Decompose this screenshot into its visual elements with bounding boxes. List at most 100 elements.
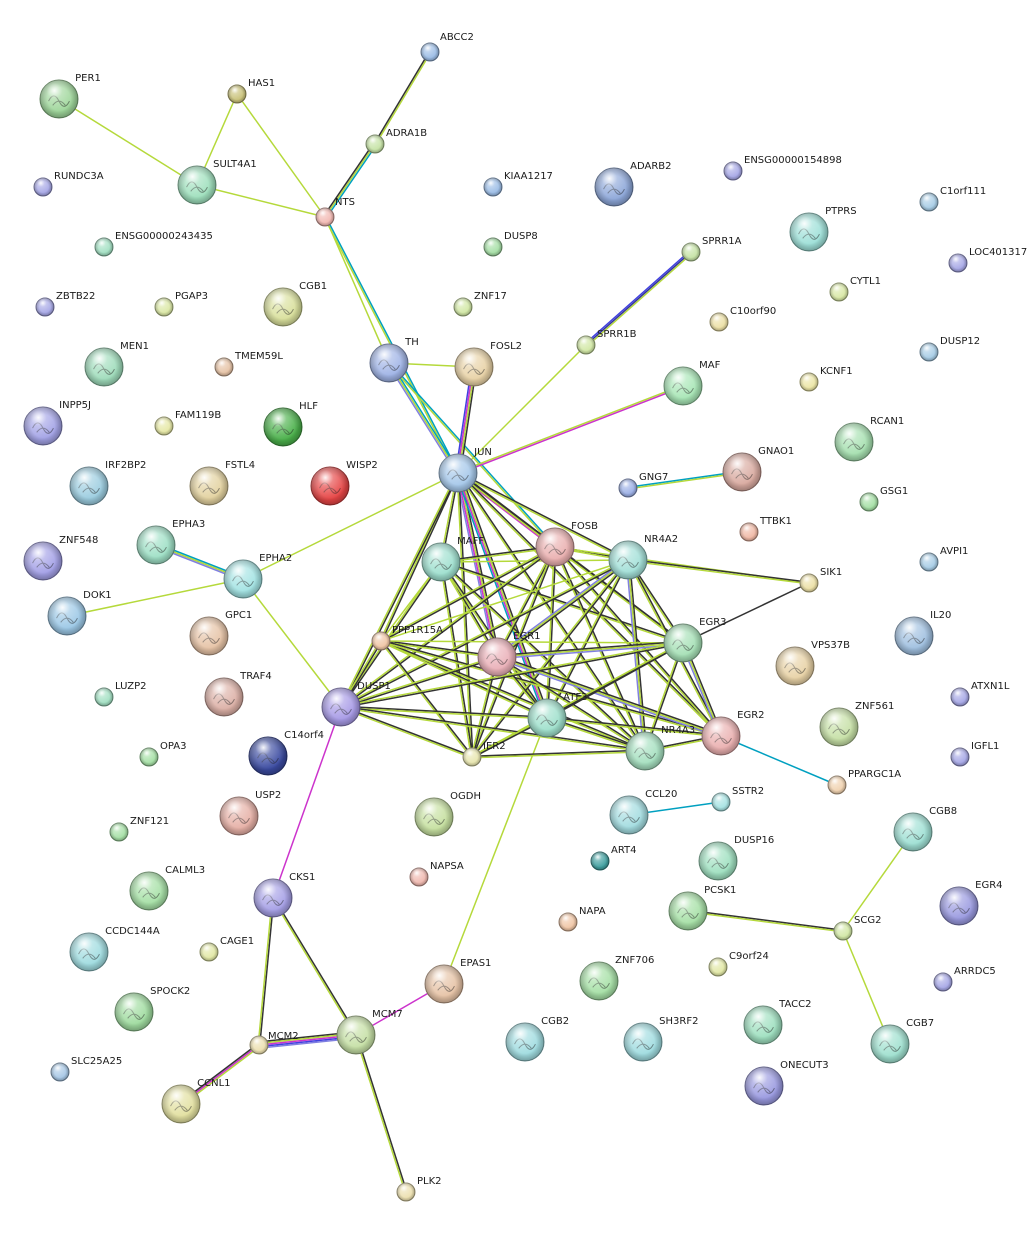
- node-dok1[interactable]: DOK1: [47, 590, 112, 636]
- node-dusp1[interactable]: DUSP1: [321, 681, 391, 727]
- node-gsg1[interactable]: GSG1: [859, 486, 908, 512]
- node-per1[interactable]: PER1: [39, 73, 101, 119]
- node-calml3[interactable]: CALML3: [129, 865, 205, 911]
- node-egr3[interactable]: EGR3: [663, 617, 727, 663]
- node-usp2[interactable]: USP2: [219, 790, 281, 836]
- evidence-line: [472, 751, 646, 759]
- node-rcan1[interactable]: RCAN1: [834, 416, 904, 462]
- node-c14orf4[interactable]: C14orf4: [248, 730, 324, 776]
- node-zbtb22[interactable]: ZBTB22: [35, 291, 95, 317]
- node-cgb2[interactable]: CGB2: [505, 1016, 569, 1062]
- node-ensg00000154898[interactable]: ENSG00000154898: [723, 155, 842, 181]
- node-znf17[interactable]: ZNF17: [453, 291, 507, 317]
- node-znf548[interactable]: ZNF548: [23, 535, 98, 581]
- node-gnao1[interactable]: GNAO1: [722, 446, 794, 492]
- node-th[interactable]: TH: [369, 337, 419, 383]
- node-il20[interactable]: IL20: [894, 610, 951, 656]
- node-wisp2[interactable]: WISP2: [310, 460, 378, 506]
- evidence-line: [555, 545, 723, 736]
- node-hlf[interactable]: HLF: [263, 401, 318, 447]
- node-dusp16[interactable]: DUSP16: [698, 835, 774, 881]
- node-loc401317[interactable]: LOC401317: [948, 247, 1027, 273]
- evidence-line: [340, 655, 497, 707]
- node-luzp2[interactable]: LUZP2: [94, 681, 146, 707]
- node-shading: [228, 85, 246, 103]
- node-cage1[interactable]: CAGE1: [199, 936, 254, 962]
- node-ccnl1[interactable]: CCNL1: [161, 1078, 231, 1124]
- node-adarb2[interactable]: ADARB2: [594, 161, 672, 207]
- node-epas1[interactable]: EPAS1: [424, 958, 491, 1004]
- node-vps37b[interactable]: VPS37B: [775, 640, 850, 686]
- node-cgb1[interactable]: CGB1: [263, 281, 327, 327]
- node-atxn1l[interactable]: ATXN1L: [950, 681, 1010, 707]
- node-abcc2[interactable]: ABCC2: [420, 32, 474, 62]
- node-arrdc5[interactable]: ARRDC5: [933, 966, 996, 992]
- node-fam119b[interactable]: FAM119B: [154, 410, 221, 436]
- node-tacc2[interactable]: TACC2: [743, 999, 811, 1045]
- node-epha2[interactable]: EPHA2: [223, 553, 292, 599]
- node-pcsk1[interactable]: PCSK1: [668, 885, 736, 931]
- node-cytl1[interactable]: CYTL1: [829, 276, 881, 302]
- node-cgb8[interactable]: CGB8: [893, 806, 957, 852]
- node-c10orf90[interactable]: C10orf90: [709, 306, 776, 332]
- node-napsa[interactable]: NAPSA: [409, 861, 464, 887]
- node-napa[interactable]: NAPA: [558, 906, 606, 932]
- node-spock2[interactable]: SPOCK2: [114, 986, 190, 1032]
- node-kiaa1217[interactable]: KIAA1217: [483, 171, 553, 197]
- node-label: ABCC2: [440, 32, 474, 43]
- node-igfl1[interactable]: IGFL1: [950, 741, 999, 767]
- node-men1[interactable]: MEN1: [84, 341, 149, 387]
- node-onecut3[interactable]: ONECUT3: [744, 1060, 829, 1106]
- evidence-line: [387, 363, 458, 475]
- node-sik1[interactable]: SIK1: [799, 567, 842, 593]
- node-rundc3a[interactable]: RUNDC3A: [33, 171, 104, 197]
- node-sh3rf2[interactable]: SH3RF2: [623, 1016, 698, 1062]
- node-irf2bp2[interactable]: IRF2BP2: [69, 460, 146, 506]
- node-ttbk1[interactable]: TTBK1: [739, 516, 792, 542]
- node-scg2[interactable]: SCG2: [833, 915, 881, 941]
- node-sstr2[interactable]: SSTR2: [711, 786, 764, 812]
- node-epha3[interactable]: EPHA3: [136, 519, 205, 565]
- edge-ppp1r15a-ier2: [379, 640, 474, 758]
- node-mcm7[interactable]: MCM7: [336, 1009, 403, 1055]
- node-dusp12[interactable]: DUSP12: [919, 336, 980, 362]
- node-ccdc144a[interactable]: CCDC144A: [69, 926, 160, 972]
- node-nts[interactable]: NTS: [315, 197, 355, 227]
- node-opa3[interactable]: OPA3: [139, 741, 186, 767]
- node-sprr1a[interactable]: SPRR1A: [681, 236, 742, 262]
- node-inpp5j[interactable]: INPP5J: [23, 400, 91, 446]
- node-ccl20[interactable]: CCL20: [609, 789, 677, 835]
- node-slc25a25[interactable]: SLC25A25: [50, 1056, 122, 1082]
- node-kcnf1[interactable]: KCNF1: [799, 366, 853, 392]
- node-label: CGB8: [929, 806, 957, 817]
- node-fosl2[interactable]: FOSL2: [454, 341, 522, 387]
- node-cgb7[interactable]: CGB7: [870, 1018, 934, 1064]
- node-znf121[interactable]: ZNF121: [109, 816, 169, 842]
- node-ppargc1a[interactable]: PPARGC1A: [827, 769, 901, 795]
- node-ptprs[interactable]: PTPRS: [789, 206, 857, 252]
- evidence-line: [242, 578, 342, 708]
- node-shading: [951, 688, 969, 706]
- node-egr4[interactable]: EGR4: [939, 880, 1003, 926]
- node-cks1[interactable]: CKS1: [253, 872, 315, 918]
- node-traf4[interactable]: TRAF4: [204, 671, 272, 717]
- node-pgap3[interactable]: PGAP3: [154, 291, 208, 317]
- node-c9orf24[interactable]: C9orf24: [708, 951, 769, 977]
- node-dusp8[interactable]: DUSP8: [483, 231, 538, 257]
- node-has1[interactable]: HAS1: [227, 78, 275, 104]
- node-nr4a2[interactable]: NR4A2: [608, 534, 678, 580]
- node-gpc1[interactable]: GPC1: [189, 610, 252, 656]
- node-znf561[interactable]: ZNF561: [819, 701, 894, 747]
- node-art4[interactable]: ART4: [590, 845, 637, 871]
- node-label: WISP2: [346, 460, 378, 471]
- node-ogdh[interactable]: OGDH: [414, 791, 481, 837]
- node-adra1b[interactable]: ADRA1B: [365, 128, 427, 154]
- node-avpi1[interactable]: AVPI1: [919, 546, 968, 572]
- node-sprr1b[interactable]: SPRR1B: [576, 329, 637, 355]
- node-c1orf111[interactable]: C1orf111: [919, 186, 986, 212]
- node-fstl4[interactable]: FSTL4: [189, 460, 255, 506]
- node-znf706[interactable]: ZNF706: [579, 955, 654, 1001]
- node-maf[interactable]: MAF: [663, 360, 721, 406]
- node-ensg00000243435[interactable]: ENSG00000243435: [94, 231, 213, 257]
- node-tmem59l[interactable]: TMEM59L: [214, 351, 283, 377]
